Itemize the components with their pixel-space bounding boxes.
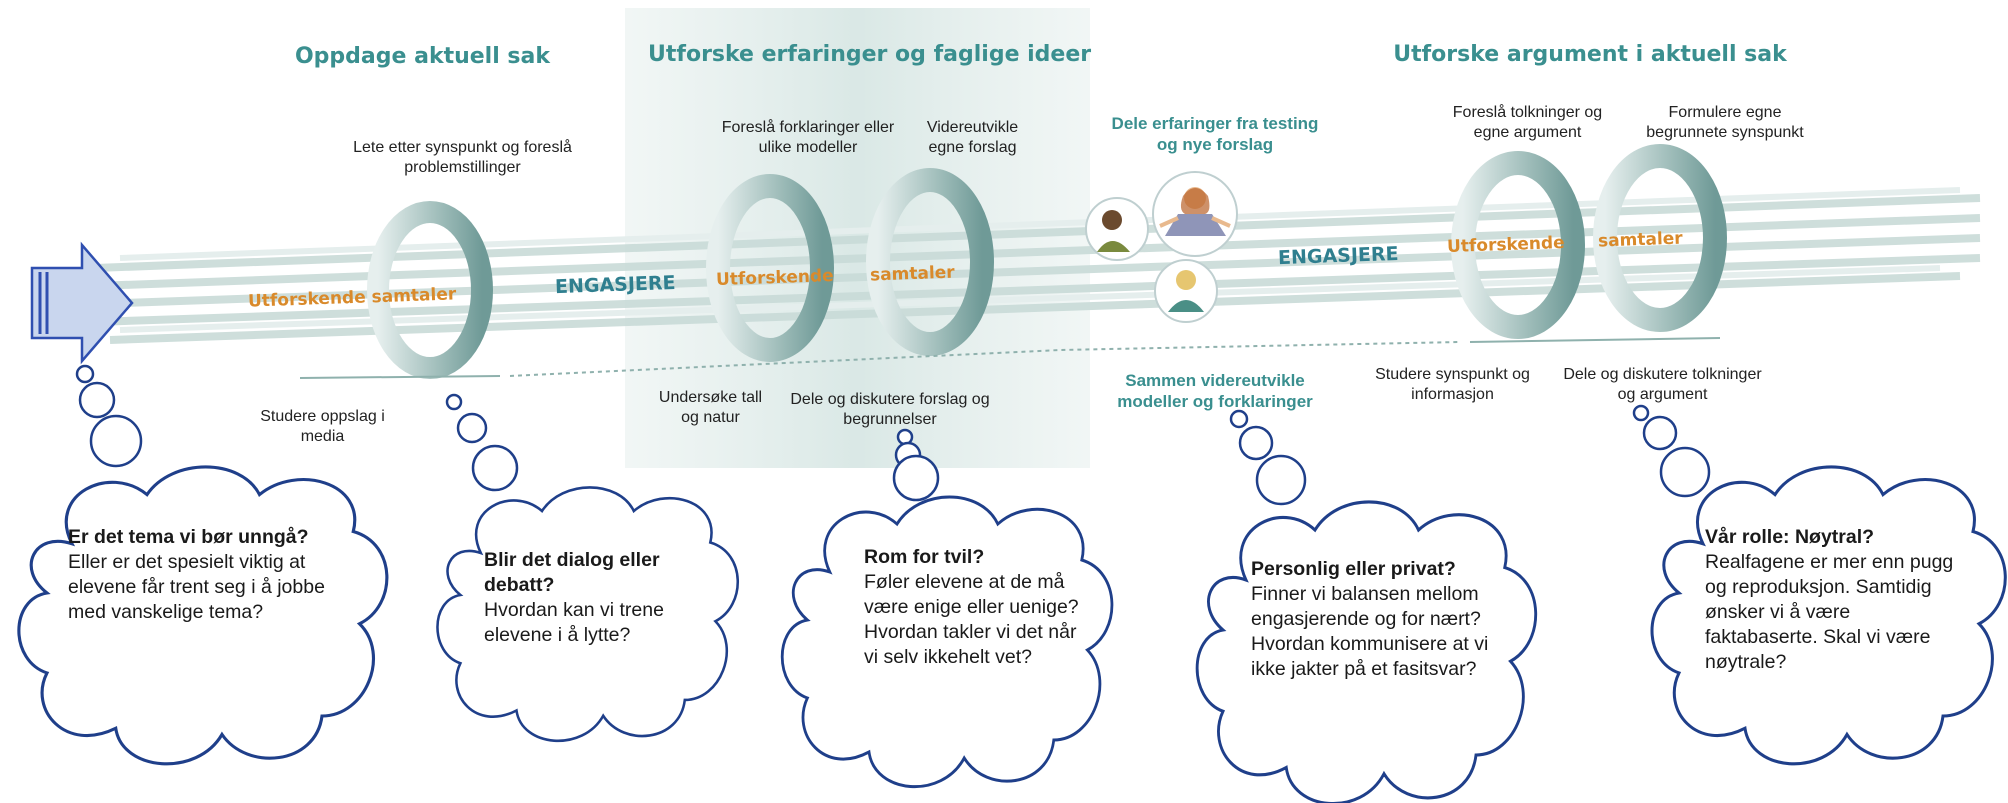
step-foresla-forklaringer: Foreslå forklaringer eller ulike modelle… xyxy=(721,119,895,156)
ribbon-label-utforskende-3: Utforskende xyxy=(1446,232,1566,258)
step-videreutvikle: Videreutvikle egne forslag xyxy=(926,119,1019,156)
cloud-4-title: Personlig eller privat? xyxy=(1251,558,1456,580)
right-arrow-icon xyxy=(30,241,134,365)
cloud-2-body: Hvordan kan vi trene elevene i å lytte? xyxy=(484,599,664,646)
ribbon-stripes xyxy=(94,194,1981,344)
thought-bubbles xyxy=(75,364,1711,506)
spiral-loop-icon xyxy=(367,144,1727,379)
ribbon-label-samtaler-3: samtaler xyxy=(1597,228,1683,252)
phase-heading-discover: Oppdage aktuell sak xyxy=(294,44,550,69)
ribbon-label-samtaler-2: samtaler xyxy=(869,262,955,286)
cloud-4: Personlig eller privat? Finner vi balans… xyxy=(1251,557,1501,682)
cloud-3-body: Føler elevene at de må være enige eller … xyxy=(864,571,1079,668)
step-formulere: Formulere egne begrunnete synspunkt xyxy=(1646,104,1804,141)
step-sammen: Sammen videreutvikle modeller og forklar… xyxy=(1117,371,1313,411)
cloud-4-body: Finner vi balansen mellom engasjerende o… xyxy=(1251,583,1489,680)
cloud-5-body: Realfagene er mer enn pugg og reproduksj… xyxy=(1705,551,1954,673)
step-dele-erfaringer: Dele erfaringer fra testing og nye forsl… xyxy=(1111,114,1319,154)
cloud-1-title: Er det tema vi bør unngå? xyxy=(68,526,309,548)
cloud-2: Blir det dialog eller debatt? Hvordan ka… xyxy=(484,548,714,648)
cloud-3-title: Rom for tvil? xyxy=(864,546,985,568)
step-undersoke: Undersøke tall og natur xyxy=(658,389,763,426)
ribbon-label-utforskende-2: Utforskende xyxy=(715,265,835,291)
ribbon-label-engasjere-1: ENGASJERE xyxy=(554,271,676,299)
cloud-1-body: Eller er det spesielt viktig at elevene … xyxy=(68,551,325,623)
people-icon xyxy=(1085,171,1238,323)
cloud-3: Rom for tvil? Føler elevene at de må vær… xyxy=(864,545,1084,670)
cloud-5: Vår rolle: Nøytral? Realfagene er mer en… xyxy=(1705,525,1955,675)
cloud-2-title: Blir det dialog eller debatt? xyxy=(484,549,660,596)
cloud-1: Er det tema vi bør unngå? Eller er det s… xyxy=(68,525,343,625)
cloud-5-title: Vår rolle: Nøytral? xyxy=(1705,526,1875,548)
step-dele-tolkninger: Dele og diskutere tolkninger og argument xyxy=(1563,366,1762,403)
step-studere-synspunkt: Studere synspunkt og informasjon xyxy=(1375,366,1530,403)
step-studere-oppslag: Studere oppslag i media xyxy=(260,408,385,445)
step-lete: Lete etter synspunkt og foreslå problems… xyxy=(353,139,572,176)
phase-heading-explore-arguments: Utforske argument i aktuell sak xyxy=(1393,42,1787,67)
phase-heading-explore-ideas: Utforske erfaringer og faglige ideer xyxy=(648,42,1092,67)
step-foresla-tolkninger: Foreslå tolkninger og egne argument xyxy=(1452,104,1603,141)
step-dele-forslag: Dele og diskutere forslag og begrunnelse… xyxy=(790,391,990,428)
ribbon-label-engasjere-2: ENGASJERE xyxy=(1277,242,1399,270)
